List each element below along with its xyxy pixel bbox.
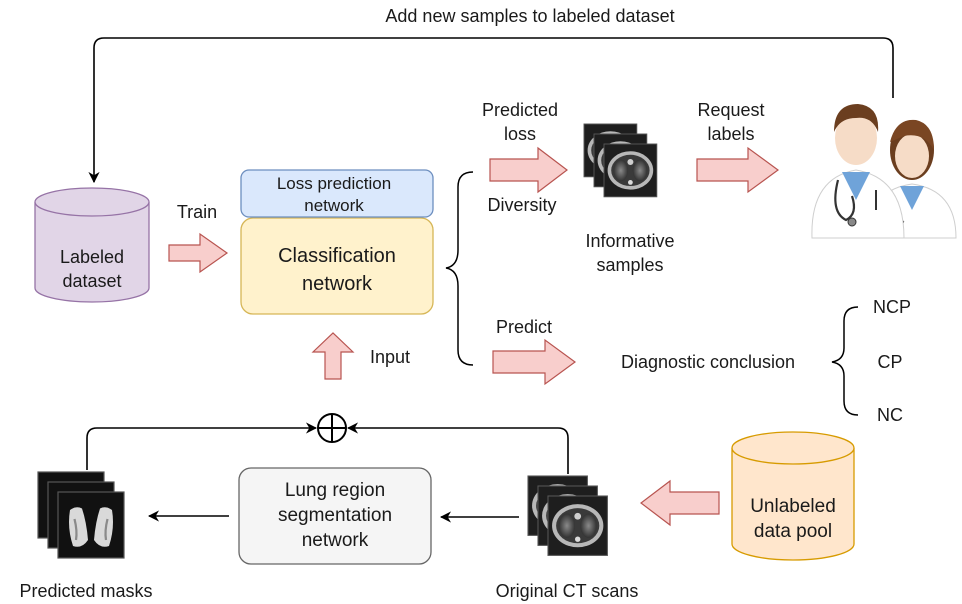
branch-brace	[445, 171, 474, 366]
lung-segmentation-network-box	[238, 467, 432, 565]
labeled-dataset-cylinder	[34, 187, 150, 303]
loss-prediction-label-1: Loss prediction	[277, 174, 391, 193]
predicted-loss-label-1: Predicted	[482, 100, 558, 120]
classification-network-box	[240, 217, 434, 315]
pool-to-ct-arrow	[640, 479, 720, 527]
predicted-masks-label: Predicted masks	[19, 581, 152, 601]
informative-samples-label-1: Informative	[585, 231, 674, 251]
request-labels-arrow	[696, 146, 780, 194]
feedback-label: Add new samples to labeled dataset	[385, 6, 674, 26]
feedback-loop-arrow	[88, 37, 894, 184]
fusion-plus-icon	[317, 413, 347, 443]
unlabeled-pool-label-2: data pool	[754, 521, 832, 542]
ct-to-fusion-line	[346, 422, 569, 474]
class-brace	[831, 306, 859, 416]
doctors-icon	[811, 104, 957, 239]
loss-prediction-label-2: network	[304, 196, 364, 215]
classification-label-1: Classification	[278, 245, 396, 267]
predicted-loss-label-2: loss	[504, 124, 536, 144]
classification-label-2: network	[302, 273, 373, 295]
input-label: Input	[370, 347, 410, 367]
predicted-masks-stack	[36, 470, 126, 560]
diagnostic-conclusion-label: Diagnostic conclusion	[621, 352, 795, 372]
lung-segmentation-label-2: segmentation	[278, 505, 392, 526]
input-arrow	[311, 332, 355, 380]
informative-samples-label-2: samples	[596, 255, 663, 275]
class-ncp: NCP	[873, 297, 911, 317]
unlabeled-pool-cylinder	[731, 431, 855, 561]
labeled-dataset-label-1: Labeled	[60, 247, 124, 267]
class-cp: CP	[877, 352, 902, 372]
predict-label: Predict	[496, 317, 552, 337]
loss-prediction-network-box	[240, 169, 434, 218]
unlabeled-pool-label-1: Unlabeled	[750, 496, 836, 517]
original-ct-label: Original CT scans	[496, 581, 639, 601]
train-arrow	[168, 232, 229, 274]
request-labels-label-2: labels	[707, 124, 754, 144]
lung-segmentation-label-1: Lung region	[285, 480, 385, 501]
original-ct-scans-stack	[527, 475, 609, 557]
diversity-label: Diversity	[487, 195, 556, 215]
predict-arrow	[492, 338, 577, 386]
informative-samples-ct-stack	[583, 123, 658, 198]
lung-segmentation-label-3: network	[302, 530, 369, 551]
class-nc: NC	[877, 405, 903, 425]
masks-to-fusion-line	[86, 422, 318, 470]
predicted-loss-arrow	[489, 146, 568, 194]
labeled-dataset-label-2: dataset	[62, 271, 121, 291]
request-labels-label-1: Request	[697, 100, 764, 120]
train-label: Train	[177, 202, 217, 222]
